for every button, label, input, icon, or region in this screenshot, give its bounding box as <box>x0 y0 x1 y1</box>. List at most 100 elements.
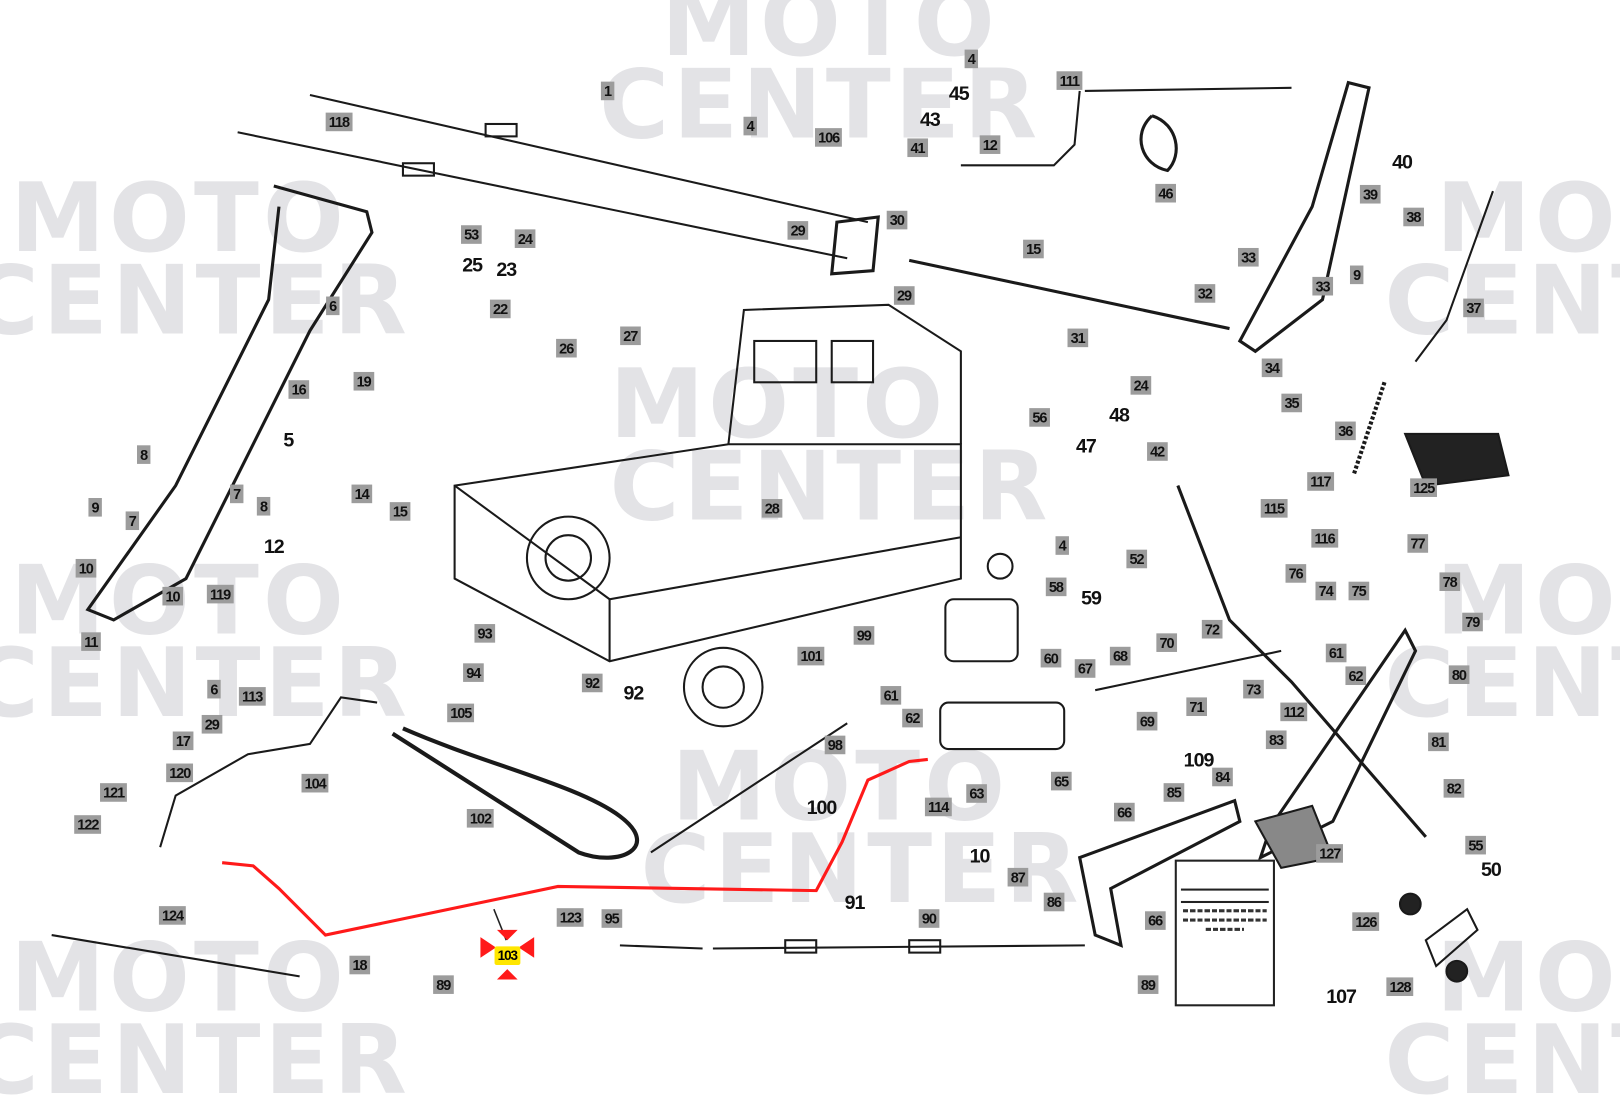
part-number-label[interactable]: 10 <box>162 586 183 606</box>
part-number-label[interactable]: 106 <box>815 128 843 147</box>
part-number-label[interactable]: 10 <box>75 558 96 578</box>
part-number-label[interactable]: 89 <box>1137 975 1158 994</box>
selected-part-label[interactable]: 103 <box>494 946 521 966</box>
part-number-label[interactable]: 32 <box>1194 284 1215 303</box>
part-number-label[interactable]: 94 <box>463 663 484 682</box>
part-number-label[interactable]: 46 <box>1155 183 1176 203</box>
part-number-label[interactable]: 7 <box>125 511 139 531</box>
part-number-label[interactable]: 91 <box>844 892 866 915</box>
part-number-label[interactable]: 68 <box>1109 646 1131 666</box>
part-number-label[interactable]: 73 <box>1243 679 1264 699</box>
part-number-label[interactable]: 35 <box>1281 393 1302 413</box>
part-number-label[interactable]: 47 <box>1076 436 1097 458</box>
part-number-label[interactable]: 33 <box>1312 276 1333 296</box>
part-number-label[interactable]: 115 <box>1260 499 1288 518</box>
part-number-label[interactable]: 28 <box>761 499 782 518</box>
part-number-label[interactable]: 87 <box>1007 867 1028 887</box>
part-number-label[interactable]: 26 <box>556 338 577 358</box>
part-number-label[interactable]: 125 <box>1410 478 1438 497</box>
part-number-label[interactable]: 128 <box>1386 977 1414 997</box>
part-number-label[interactable]: 98 <box>824 735 845 755</box>
part-number-label[interactable]: 29 <box>893 286 915 305</box>
part-number-label[interactable]: 67 <box>1074 659 1095 678</box>
part-number-label[interactable]: 27 <box>620 326 641 346</box>
part-number-label[interactable]: 61 <box>880 686 901 705</box>
part-number-label[interactable]: 12 <box>979 135 1000 154</box>
part-number-label[interactable]: 66 <box>1145 911 1166 930</box>
part-number-label[interactable]: 56 <box>1029 408 1050 427</box>
part-number-label[interactable]: 43 <box>919 109 941 132</box>
part-number-label[interactable]: 80 <box>1448 665 1469 684</box>
part-number-label[interactable]: 8 <box>137 445 151 464</box>
part-number-label[interactable]: 81 <box>1428 732 1449 752</box>
part-number-label[interactable]: 4 <box>1055 536 1069 555</box>
part-number-label[interactable]: 72 <box>1201 619 1223 639</box>
part-number-label[interactable]: 59 <box>1081 587 1102 610</box>
part-number-label[interactable]: 15 <box>389 502 410 521</box>
part-number-label[interactable]: 101 <box>797 646 825 666</box>
part-number-label[interactable]: 25 <box>462 255 483 277</box>
part-number-label[interactable]: 41 <box>907 138 928 158</box>
part-number-label[interactable]: 1 <box>600 81 615 101</box>
part-number-label[interactable]: 121 <box>100 783 128 802</box>
part-number-label[interactable]: 123 <box>556 908 584 927</box>
part-number-label[interactable]: 92 <box>581 673 603 693</box>
part-number-label[interactable]: 12 <box>263 536 285 558</box>
part-number-label[interactable]: 116 <box>1311 528 1338 548</box>
part-number-label[interactable]: 109 <box>1183 750 1215 772</box>
part-number-label[interactable]: 17 <box>172 731 193 751</box>
part-number-label[interactable]: 99 <box>853 626 874 645</box>
part-number-label[interactable]: 104 <box>301 773 329 793</box>
part-number-label[interactable]: 113 <box>238 687 266 706</box>
part-number-label[interactable]: 102 <box>466 808 495 828</box>
part-number-label[interactable]: 62 <box>902 708 923 728</box>
part-number-label[interactable]: 114 <box>924 797 952 817</box>
part-number-label[interactable]: 18 <box>349 955 370 975</box>
part-number-label[interactable]: 53 <box>461 225 482 244</box>
part-number-label[interactable]: 70 <box>1156 633 1177 652</box>
part-number-label[interactable]: 23 <box>496 259 517 282</box>
part-number-label[interactable]: 10 <box>969 846 991 868</box>
part-number-label[interactable]: 83 <box>1265 730 1287 750</box>
part-number-label[interactable]: 60 <box>1040 648 1061 668</box>
part-number-label[interactable]: 40 <box>1392 151 1413 174</box>
part-number-label[interactable]: 39 <box>1359 184 1381 204</box>
part-number-label[interactable]: 9 <box>1349 265 1364 285</box>
part-number-label[interactable]: 93 <box>474 624 495 643</box>
part-number-label[interactable]: 90 <box>918 909 939 928</box>
part-number-label[interactable]: 74 <box>1315 581 1336 601</box>
part-number-label[interactable]: 78 <box>1439 572 1460 591</box>
part-number-label[interactable]: 38 <box>1403 207 1424 227</box>
part-number-label[interactable]: 16 <box>288 380 309 399</box>
part-number-label[interactable]: 120 <box>166 763 194 783</box>
part-number-label[interactable]: 117 <box>1307 472 1334 491</box>
part-number-label[interactable]: 69 <box>1136 711 1157 731</box>
part-number-label[interactable]: 63 <box>966 784 987 803</box>
part-number-label[interactable]: 126 <box>1352 912 1380 931</box>
part-number-label[interactable]: 22 <box>489 299 511 319</box>
part-number-label[interactable]: 119 <box>206 584 234 604</box>
part-number-label[interactable]: 29 <box>787 221 808 240</box>
part-number-label[interactable]: 33 <box>1237 247 1259 267</box>
part-number-label[interactable]: 107 <box>1326 986 1357 1009</box>
part-number-label[interactable]: 86 <box>1043 892 1064 912</box>
part-number-label[interactable]: 61 <box>1325 643 1347 663</box>
part-number-label[interactable]: 89 <box>433 975 454 994</box>
part-number-label[interactable]: 14 <box>351 484 372 504</box>
part-number-label[interactable]: 124 <box>158 906 187 925</box>
part-number-label[interactable]: 50 <box>1481 859 1502 882</box>
part-number-label[interactable]: 84 <box>1212 767 1233 787</box>
part-number-label[interactable]: 58 <box>1045 577 1067 597</box>
part-number-label[interactable]: 92 <box>623 682 644 705</box>
part-number-label[interactable]: 79 <box>1462 612 1483 632</box>
part-number-label[interactable]: 4 <box>964 49 978 69</box>
part-number-label[interactable]: 37 <box>1463 298 1484 318</box>
part-number-label[interactable]: 24 <box>514 229 535 248</box>
part-number-label[interactable]: 6 <box>326 296 340 316</box>
highlighted-brake-pipe-103[interactable] <box>221 757 928 980</box>
part-number-label[interactable]: 82 <box>1443 779 1464 798</box>
part-number-label[interactable]: 8 <box>256 496 271 516</box>
part-number-label[interactable]: 66 <box>1114 802 1135 822</box>
part-number-label[interactable]: 6 <box>207 679 221 699</box>
part-number-label[interactable]: 55 <box>1465 835 1486 855</box>
